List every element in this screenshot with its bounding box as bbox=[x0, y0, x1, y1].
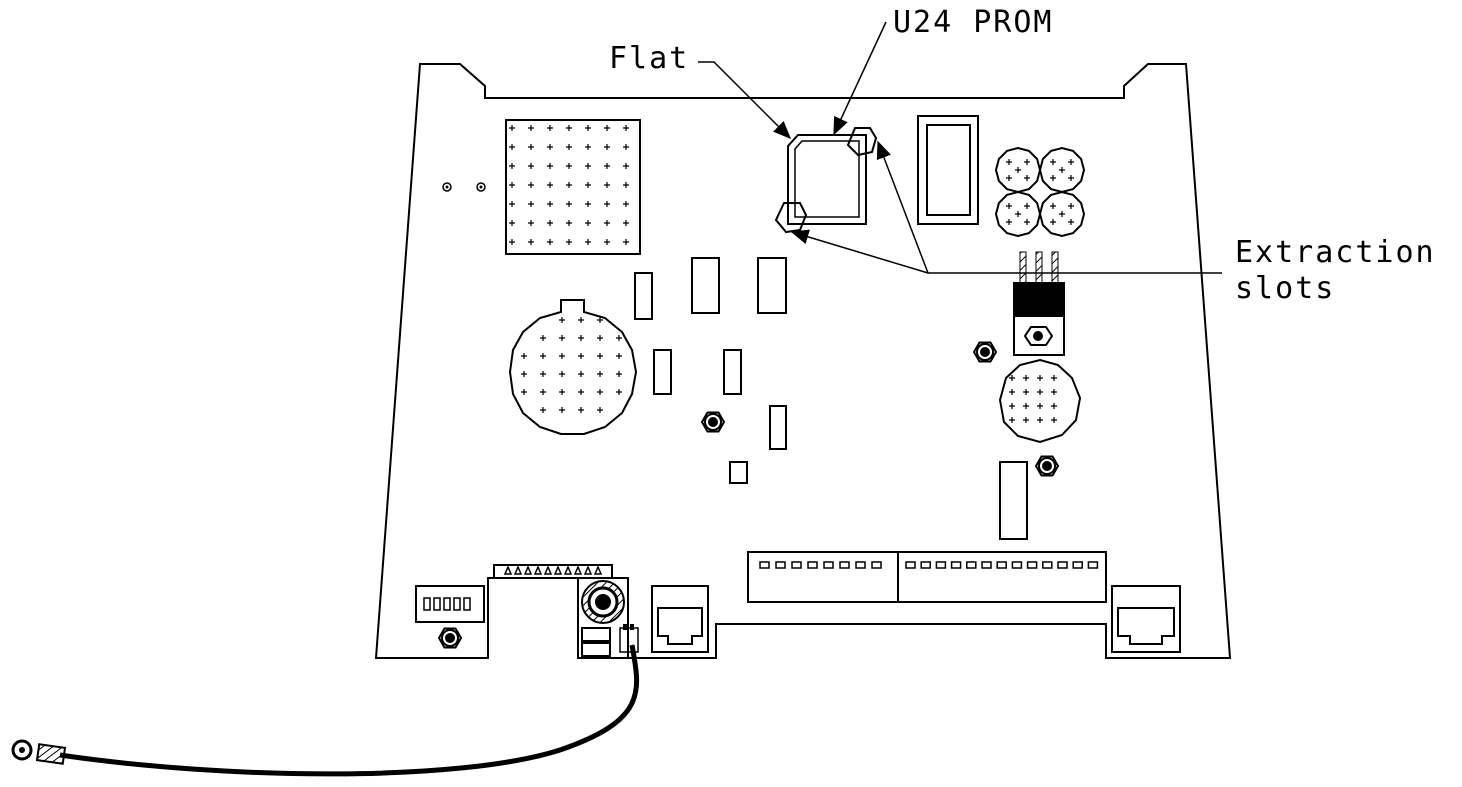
round-component-left bbox=[508, 299, 638, 435]
tall-component bbox=[917, 115, 979, 225]
u24-prom-chip bbox=[774, 127, 878, 234]
small-screw-icon bbox=[442, 182, 486, 192]
pin-header bbox=[493, 564, 613, 579]
large-chip-top-left bbox=[505, 119, 641, 255]
capacitor-cluster bbox=[994, 146, 1086, 238]
label-slots: slots bbox=[1235, 271, 1335, 306]
label-flat: Flat bbox=[609, 41, 689, 76]
round-component-right bbox=[998, 358, 1082, 444]
rj-jack-icon bbox=[651, 585, 1181, 653]
antenna-connector bbox=[577, 577, 639, 659]
small-rect-components bbox=[634, 257, 1028, 540]
callout-lines bbox=[698, 21, 1222, 274]
dip-switch bbox=[415, 585, 485, 623]
voltage-regulator bbox=[1013, 251, 1065, 356]
label-u24-prom: U24 PROM bbox=[893, 5, 1054, 40]
board-outline bbox=[374, 63, 1232, 659]
antenna-cable bbox=[11, 644, 640, 777]
label-extraction: Extraction bbox=[1235, 235, 1436, 270]
screw-icon bbox=[437, 341, 1060, 649]
terminal-block bbox=[747, 551, 1107, 603]
